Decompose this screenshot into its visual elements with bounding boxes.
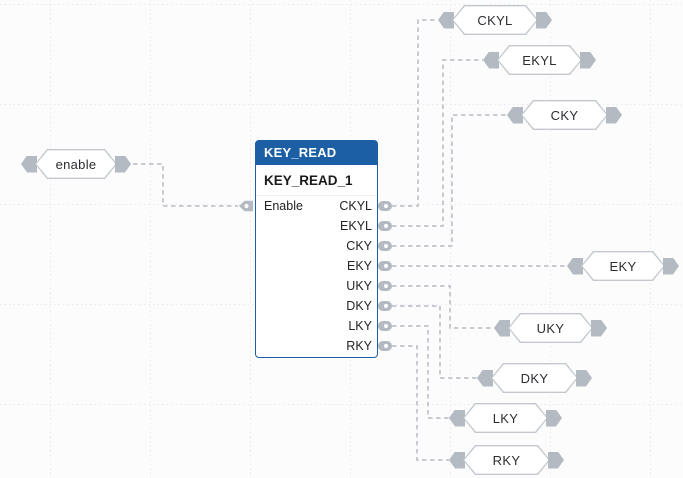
output-pin-label-cky[interactable]: CKY <box>346 239 372 253</box>
tag-connector-right-icon <box>576 369 592 387</box>
tag-connector-left-icon <box>477 369 493 387</box>
wire-dky[interactable] <box>392 305 477 379</box>
output-port-cky[interactable] <box>378 241 392 251</box>
output-tag-eky[interactable]: EKY <box>567 251 679 281</box>
output-pin-label-lky[interactable]: LKY <box>348 319 372 333</box>
pin-row: DKY <box>256 296 377 316</box>
wire-ckyl[interactable] <box>392 19 438 207</box>
output-port-dky[interactable] <box>378 301 392 311</box>
tag-hexagon: enable <box>35 149 117 179</box>
output-pin-label-ckyl[interactable]: CKYL <box>339 199 372 213</box>
block-pin-rows: Enable CKYL EKYL CKY EKY UKY DKY LKY R <box>256 196 377 356</box>
tag-hexagon: EKYL <box>497 45 582 75</box>
function-block-key-read[interactable]: KEY_READ KEY_READ_1 Enable CKYL EKYL CKY… <box>255 140 378 358</box>
wire-cky[interactable] <box>392 114 507 247</box>
tag-connector-left-icon <box>438 11 454 29</box>
pin-row: Enable CKYL <box>256 196 377 216</box>
output-pin-label-rky[interactable]: RKY <box>346 339 372 353</box>
output-port-ekyl[interactable] <box>378 221 392 231</box>
tag-connector-left-icon <box>449 451 465 469</box>
tag-hexagon: LKY <box>463 403 548 433</box>
tag-connector-right-icon <box>591 319 607 337</box>
wire-ekyl[interactable] <box>392 59 483 227</box>
tag-connector-right-icon <box>536 11 552 29</box>
tag-label: CKYL <box>477 12 513 28</box>
wire-enable-to-block[interactable] <box>133 163 238 207</box>
tag-connector-right-icon <box>580 51 596 69</box>
output-pin-label-ekyl[interactable]: EKYL <box>340 219 372 233</box>
tag-connector-left-icon <box>483 51 499 69</box>
block-instance-name: KEY_READ_1 <box>256 165 377 196</box>
tag-label: DKY <box>520 370 549 386</box>
wire-lky[interactable] <box>392 325 449 419</box>
output-tag-ckyl[interactable]: CKYL <box>438 5 552 35</box>
output-pin-label-uky[interactable]: UKY <box>346 279 372 293</box>
output-port-eky[interactable] <box>378 261 392 271</box>
tag-hexagon: CKY <box>521 100 608 130</box>
tag-hexagon: DKY <box>491 363 578 393</box>
pin-row: EKY <box>256 256 377 276</box>
tag-label: UKY <box>536 320 565 336</box>
output-pin-label-eky[interactable]: EKY <box>346 259 372 273</box>
block-type-header: KEY_READ <box>256 141 377 165</box>
tag-connector-right-icon <box>546 409 562 427</box>
output-pin-label-dky[interactable]: DKY <box>346 299 372 313</box>
output-tag-rky[interactable]: RKY <box>449 445 564 475</box>
input-tag-enable[interactable]: enable <box>21 149 131 179</box>
tag-connector-right-icon <box>115 155 131 173</box>
tag-hexagon: UKY <box>508 313 593 343</box>
wire-uky[interactable] <box>392 285 494 329</box>
tag-label: EKYL <box>522 52 557 68</box>
pin-row: RKY <box>256 336 377 356</box>
pin-row: UKY <box>256 276 377 296</box>
tag-label: CKY <box>550 107 579 123</box>
tag-connector-right-icon <box>606 106 622 124</box>
tag-label: EKY <box>609 258 637 274</box>
tag-connector-left-icon <box>507 106 523 124</box>
input-port-enable[interactable] <box>239 200 253 212</box>
tag-label: RKY <box>492 452 521 468</box>
tag-connector-left-icon <box>567 257 583 275</box>
pin-row: EKYL <box>256 216 377 236</box>
pin-row: CKY <box>256 236 377 256</box>
wire-rky[interactable] <box>392 345 449 461</box>
output-tag-cky[interactable]: CKY <box>507 100 622 130</box>
output-port-rky[interactable] <box>378 341 392 351</box>
tag-hexagon: CKYL <box>452 5 538 35</box>
output-port-lky[interactable] <box>378 321 392 331</box>
output-tag-ekyl[interactable]: EKYL <box>483 45 596 75</box>
tag-connector-left-icon <box>21 155 37 173</box>
output-tag-dky[interactable]: DKY <box>477 363 592 393</box>
output-port-ckyl[interactable] <box>378 201 392 211</box>
block-ports <box>239 200 392 351</box>
output-tag-lky[interactable]: LKY <box>449 403 562 433</box>
tag-label: LKY <box>492 410 519 426</box>
tag-connector-right-icon <box>548 451 564 469</box>
pin-row: LKY <box>256 316 377 336</box>
tag-connector-left-icon <box>494 319 510 337</box>
input-pin-label-enable[interactable]: Enable <box>264 199 303 213</box>
tag-label: enable <box>55 156 97 172</box>
output-tag-uky[interactable]: UKY <box>494 313 607 343</box>
tag-hexagon: RKY <box>463 445 550 475</box>
tag-connector-left-icon <box>449 409 465 427</box>
tag-connector-right-icon <box>663 257 679 275</box>
output-port-uky[interactable] <box>378 281 392 291</box>
tag-hexagon: EKY <box>581 251 665 281</box>
